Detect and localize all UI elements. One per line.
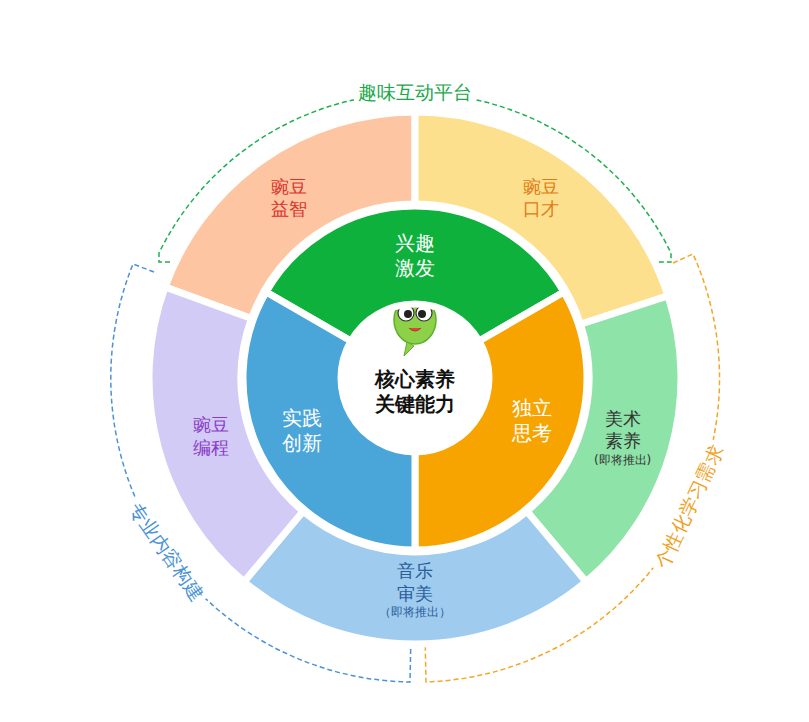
segment-note: (即将推出) [594,453,651,468]
label-group: 核心素养 关键能力 [371,367,459,417]
mascot-foot [404,342,414,356]
label-group: 豌豆 编程 [191,414,232,459]
segment-label: 豌豆 编程 [191,414,232,459]
segment-label: 音乐 审美 [394,560,435,605]
segment-label: 兴趣 激发 [392,231,438,281]
outer-ring-segment: 豌豆 益智 [161,108,419,323]
ring-segment-shape [415,112,668,324]
outer-ring-segment: 豌豆 口才 [411,108,672,329]
label-group: 实践 创新 [279,406,325,456]
label-group: 独立 思考 [509,396,555,446]
mascot-pupil [418,310,426,318]
segment-label: 核心素养 关键能力 [371,367,459,417]
group-label: 趣味互动平台 [354,80,476,106]
segment-label: 豌豆 口才 [520,175,561,220]
ring-segment-shape [244,511,586,644]
label-group: 豌豆 口才 [520,175,561,220]
label-group: 豌豆 益智 [268,175,309,220]
label-group: 音乐 审美（即将推出） [379,560,451,620]
label-group: 兴趣 激发 [392,231,438,281]
segment-label: 美术 素养 [602,408,643,453]
label-group: 美术 素养(即将推出) [594,408,651,468]
mascot-pupil [404,310,412,318]
segment-label: 独立 思考 [509,396,555,446]
mascot-mouth [409,328,421,331]
segment-note: （即将推出） [379,605,451,620]
segment-label: 豌豆 益智 [268,175,309,220]
segment-label: 实践 创新 [279,406,325,456]
ring-segment-shape [165,112,415,318]
